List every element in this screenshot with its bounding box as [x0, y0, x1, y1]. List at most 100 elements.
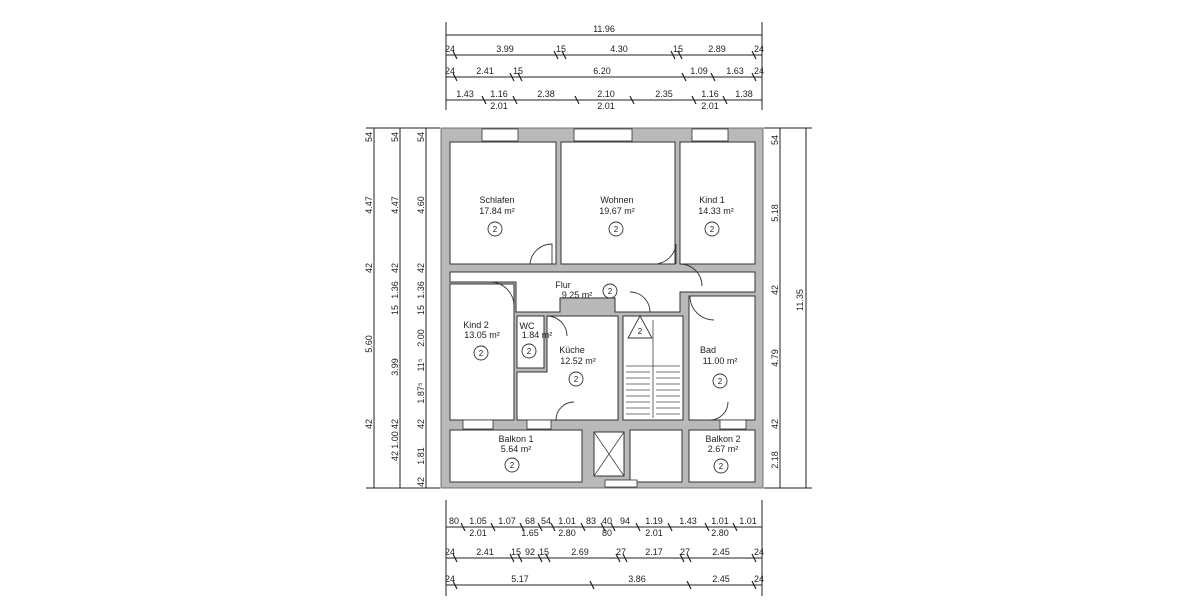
- room-marker-bad: 2: [718, 377, 723, 386]
- room-marker-balkon-2: 2: [719, 462, 724, 471]
- dim-left-c1-0: 54: [364, 132, 374, 142]
- dim-bot-r1-8: 94: [620, 516, 630, 526]
- dim-left-c3-1: 4.60: [416, 196, 426, 214]
- room-marker-flur: 2: [608, 287, 613, 296]
- room-wc: [516, 315, 545, 369]
- dim-top-r4-3: 2.10: [597, 89, 615, 99]
- dim-left-c2-1: 4.47: [390, 196, 400, 214]
- dim-top-r4sub-2: 2.01: [701, 101, 719, 111]
- dim-right-c1-5: 2.18: [770, 451, 780, 469]
- dim-right-c1-2: 42: [770, 285, 780, 295]
- dim-top-r3-2: 15: [513, 66, 523, 76]
- dim-top-r2-0: 24: [445, 44, 455, 54]
- dim-bot-r2-8: 27: [680, 547, 690, 557]
- room-marker-wohnen: 2: [614, 225, 619, 234]
- room-name-bad: Bad: [700, 345, 716, 355]
- dim-bot-r1sub-4: 2.01: [645, 528, 663, 538]
- dim-bot-r1sub-5: 2.80: [711, 528, 729, 538]
- dim-left-c1-2: 42: [364, 263, 374, 273]
- room-marker-schlafen: 2: [493, 225, 498, 234]
- room-area-kuche: 12.52 m²: [560, 356, 596, 366]
- dim-bot-r1-12: 1.01: [739, 516, 757, 526]
- room-marker-kuche: 2: [574, 375, 579, 384]
- dim-left-c2-7: 1.00: [390, 431, 400, 449]
- dim-bot-r1sub-1: 1.65: [521, 528, 539, 538]
- dim-left-c3-8: 42: [416, 419, 426, 429]
- room-name-wc: WC: [520, 321, 535, 331]
- room-area-bad: 11.00 m²: [703, 356, 738, 366]
- dim-top-r4-4: 2.35: [655, 89, 673, 99]
- room-name-balkon-1: Balkon 1: [498, 434, 533, 444]
- dim-left-c3-2: 42: [416, 263, 426, 273]
- dim-left-c1-1: 4.47: [364, 196, 374, 214]
- dim-left-c2-8: 42: [390, 451, 400, 461]
- dim-top-r3-4: 1.09: [690, 66, 708, 76]
- room-flur: [449, 271, 756, 313]
- dim-top-r4-6: 1.38: [735, 89, 753, 99]
- dim-top-r3-0: 24: [445, 66, 455, 76]
- dim-bot-r2-1: 2.41: [476, 547, 494, 557]
- dim-bot-r2-3: 92: [525, 547, 535, 557]
- room-area-wohnen: 19.67 m²: [599, 206, 635, 216]
- dim-top-r3-3: 6.20: [593, 66, 611, 76]
- dim-left-c2-4: 15: [390, 305, 400, 315]
- dim-bot-r1sub-2: 2.80: [558, 528, 576, 538]
- dim-bot-r1-1: 1.05: [469, 516, 487, 526]
- room-area-flur: 9.25 m²: [562, 290, 593, 300]
- dim-left-c3-9: 1.81: [416, 447, 426, 465]
- stair-treads: [626, 315, 680, 418]
- dim-left-c2-3: 1.36: [390, 281, 400, 299]
- dim-left-c3-7: 1.87⁵: [416, 382, 426, 404]
- room-name-kind-2: Kind 2: [463, 320, 489, 330]
- room-name-flur: Flur: [555, 280, 571, 290]
- dim-bot-r3-3: 2.45: [712, 574, 730, 584]
- left-dimension-chains: 54 4.47 42 5.60 42 54 4.47 42 1.36 15 3.…: [364, 127, 440, 489]
- dim-bot-r3-2: 3.86: [628, 574, 646, 584]
- top-dimension-chains: 11.96 24 3.99 15 4.30 15 2.89 24 24 2.41…: [445, 22, 764, 111]
- room-name-schlafen: Schlafen: [479, 195, 514, 205]
- dim-left-c2-0: 54: [390, 132, 400, 142]
- room-wohnen: [560, 141, 676, 265]
- dim-bot-r1-6: 83: [586, 516, 596, 526]
- room-name-kind-1: Kind 1: [699, 195, 725, 205]
- dim-left-c3-6: 11⁵: [416, 358, 426, 371]
- dim-bot-r2-5: 2.69: [571, 547, 589, 557]
- dim-left-c2-2: 42: [390, 263, 400, 273]
- dim-right-overall-height: 11.35: [795, 289, 805, 311]
- dim-top-r3-6: 24: [754, 66, 764, 76]
- room-schlafen: [449, 141, 557, 265]
- dim-top-r3-5: 1.63: [726, 66, 744, 76]
- dim-bot-r1-7: 40: [602, 516, 612, 526]
- dim-right-c1-4: 42: [770, 419, 780, 429]
- room-marker-balkon-1: 2: [510, 461, 515, 470]
- dim-left-c3-4: 15: [416, 305, 426, 315]
- dim-bot-r1-5: 1.01: [558, 516, 576, 526]
- dim-right-c1-0: 54: [770, 135, 780, 145]
- room-marker-kind-2: 2: [479, 349, 484, 358]
- dim-left-c3-3: 1.36: [416, 281, 426, 299]
- dim-bot-r2-6: 27: [616, 547, 626, 557]
- dim-bot-r1sub-3: 80: [602, 528, 612, 538]
- dim-left-c2-6: 42: [390, 419, 400, 429]
- dim-left-c3-5: 2.00: [416, 329, 426, 347]
- room-kind-1: [679, 141, 756, 265]
- dim-top-r4sub-0: 2.01: [490, 101, 508, 111]
- dim-bot-r1-3: 68: [525, 516, 535, 526]
- room-name-wohnen: Wohnen: [600, 195, 633, 205]
- room-kuche: [516, 315, 619, 421]
- dim-bot-r1sub-0: 2.01: [469, 528, 487, 538]
- dim-bot-r2-0: 24: [445, 547, 455, 557]
- room-area-kind-1: 14.33 m²: [698, 206, 734, 216]
- dim-bot-r2-7: 2.17: [645, 547, 663, 557]
- room-area-schlafen: 17.84 m²: [479, 206, 515, 216]
- room-bad: [688, 295, 756, 421]
- dim-bot-r1-0: 80: [449, 516, 459, 526]
- dim-top-r4-0: 1.43: [456, 89, 474, 99]
- dim-left-c2-5: 3.99: [390, 358, 400, 376]
- dim-bot-r3-4: 24: [754, 574, 764, 584]
- dim-left-c1-4: 42: [364, 419, 374, 429]
- room-balkon-1: [449, 429, 583, 483]
- dim-top-r3-1: 2.41: [476, 66, 494, 76]
- dim-bot-r2-10: 24: [754, 547, 764, 557]
